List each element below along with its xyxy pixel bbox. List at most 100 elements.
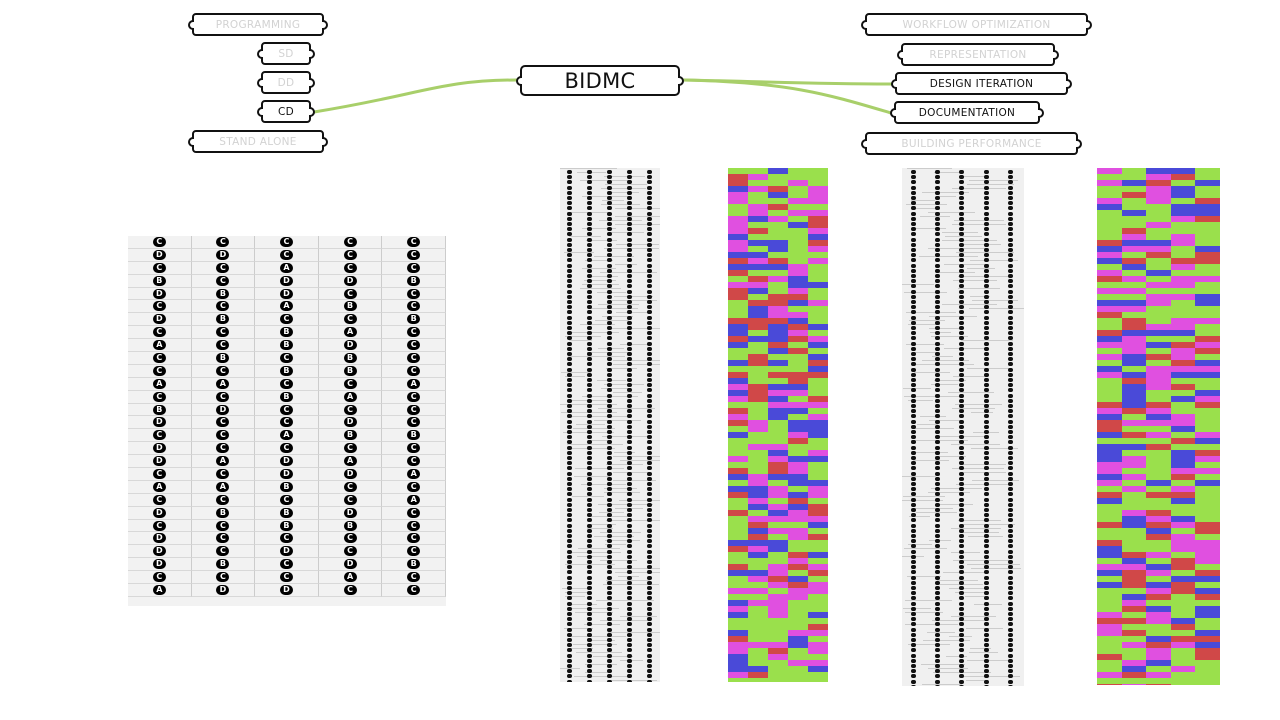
dot-marker	[607, 632, 612, 637]
dot-marker	[647, 190, 652, 195]
heatmap-cell	[768, 354, 789, 360]
node-dd[interactable]: DD	[257, 71, 315, 94]
row-line	[908, 400, 933, 401]
heatmap-cell	[1121, 474, 1147, 480]
dot-marker	[587, 367, 592, 372]
heatmap-cell	[788, 462, 809, 468]
dot-marker	[910, 175, 916, 180]
row-line	[609, 192, 639, 193]
dot-marker	[607, 253, 612, 258]
row-line	[903, 496, 946, 497]
dot-marker	[1008, 461, 1014, 466]
heatmap-cell	[1146, 516, 1172, 522]
dot-marker	[647, 388, 652, 393]
dot-marker	[587, 440, 592, 445]
heatmap-cell	[808, 666, 828, 672]
dot-marker	[567, 331, 572, 336]
dot-marker	[959, 196, 965, 200]
heatmap-cell	[808, 492, 828, 498]
answer-bubble: C	[407, 301, 421, 312]
heatmap-cell	[788, 186, 809, 192]
heatmap-cell	[788, 564, 809, 570]
node-sd[interactable]: SD	[257, 42, 315, 65]
answer-bubble: C	[407, 520, 421, 531]
heatmap-cell	[1121, 660, 1147, 666]
heatmap-cell	[1121, 282, 1147, 288]
heatmap-cell	[1097, 528, 1123, 534]
heatmap-cell	[768, 660, 789, 666]
table-cell: B	[191, 558, 256, 572]
dot-marker	[910, 367, 916, 372]
answer-bubble: C	[279, 572, 293, 583]
dot-marker	[567, 456, 572, 460]
answer-bubble: C	[279, 314, 293, 325]
heatmap-cell	[1097, 570, 1123, 576]
node-representation[interactable]: REPRESENTATION	[897, 43, 1059, 66]
table-cell: C	[191, 364, 256, 378]
dot-marker	[959, 487, 965, 492]
heatmap-cell	[1170, 240, 1196, 246]
dot-marker	[627, 284, 632, 289]
node-design-iteration[interactable]: DESIGN ITERATION	[891, 72, 1072, 95]
dot-marker	[983, 534, 989, 538]
table-cell: A	[318, 326, 383, 340]
dot-marker	[647, 575, 652, 580]
heatmap-cell	[1170, 588, 1196, 594]
heatmap-cell	[728, 378, 749, 384]
table-cell: D	[255, 287, 319, 301]
dot-marker	[983, 232, 989, 237]
heatmap-cell	[788, 204, 809, 210]
node-cd[interactable]: CD	[257, 100, 315, 123]
heatmap-cell	[748, 360, 769, 366]
dot-marker	[934, 341, 940, 346]
table-cell: C	[318, 584, 383, 597]
table-cell: C	[255, 493, 319, 507]
dot-marker	[587, 430, 592, 434]
dot-marker	[959, 435, 965, 440]
dot-marker	[983, 591, 989, 596]
node-documentation[interactable]: DOCUMENTATION	[890, 101, 1044, 124]
table-cell: C	[382, 416, 446, 430]
heatmap-cell	[1170, 486, 1196, 492]
answer-bubble: B	[343, 301, 357, 312]
heatmap-cell	[728, 240, 749, 246]
table-cell: B	[318, 429, 383, 443]
node-workflow-optimization[interactable]: WORKFLOW OPTIMIZATION	[861, 13, 1092, 36]
heatmap-cell	[728, 198, 749, 204]
dot-marker	[983, 523, 989, 528]
dot-marker	[1008, 632, 1014, 637]
answer-bubble: B	[407, 314, 421, 325]
dot-marker	[567, 341, 572, 346]
table-cell: C	[128, 390, 192, 404]
node-building-performance[interactable]: BUILDING PERFORMANCE	[861, 132, 1082, 155]
heatmap-cell	[1170, 408, 1196, 414]
dot-marker	[934, 258, 940, 263]
heatmap-cell	[1170, 462, 1196, 468]
row-line	[569, 236, 602, 237]
heatmap-cell	[1121, 336, 1147, 342]
table-cell: B	[318, 300, 383, 314]
table-cell: C	[382, 532, 446, 546]
dot-marker	[934, 383, 940, 388]
node-programming[interactable]: PROGRAMMING	[188, 13, 328, 36]
heatmap-cell	[748, 396, 769, 402]
dot-marker	[959, 549, 965, 554]
dot-marker	[1008, 508, 1014, 512]
dot-marker	[587, 320, 592, 325]
table-cell: D	[128, 442, 192, 456]
dot-marker	[959, 398, 965, 403]
heatmap-cell	[808, 576, 828, 582]
dot-marker	[607, 279, 612, 284]
answer-bubble: B	[343, 430, 357, 441]
dot-marker	[959, 570, 965, 575]
answer-bubble: D	[152, 314, 166, 325]
heatmap-cell	[728, 246, 749, 252]
heatmap-cell	[1121, 504, 1147, 510]
node-stand-alone[interactable]: STAND ALONE	[188, 130, 328, 153]
dot-marker	[567, 565, 572, 570]
table-cell: B	[255, 480, 319, 494]
dot-marker	[983, 575, 989, 580]
node-bidmc[interactable]: BIDMC	[516, 65, 684, 96]
